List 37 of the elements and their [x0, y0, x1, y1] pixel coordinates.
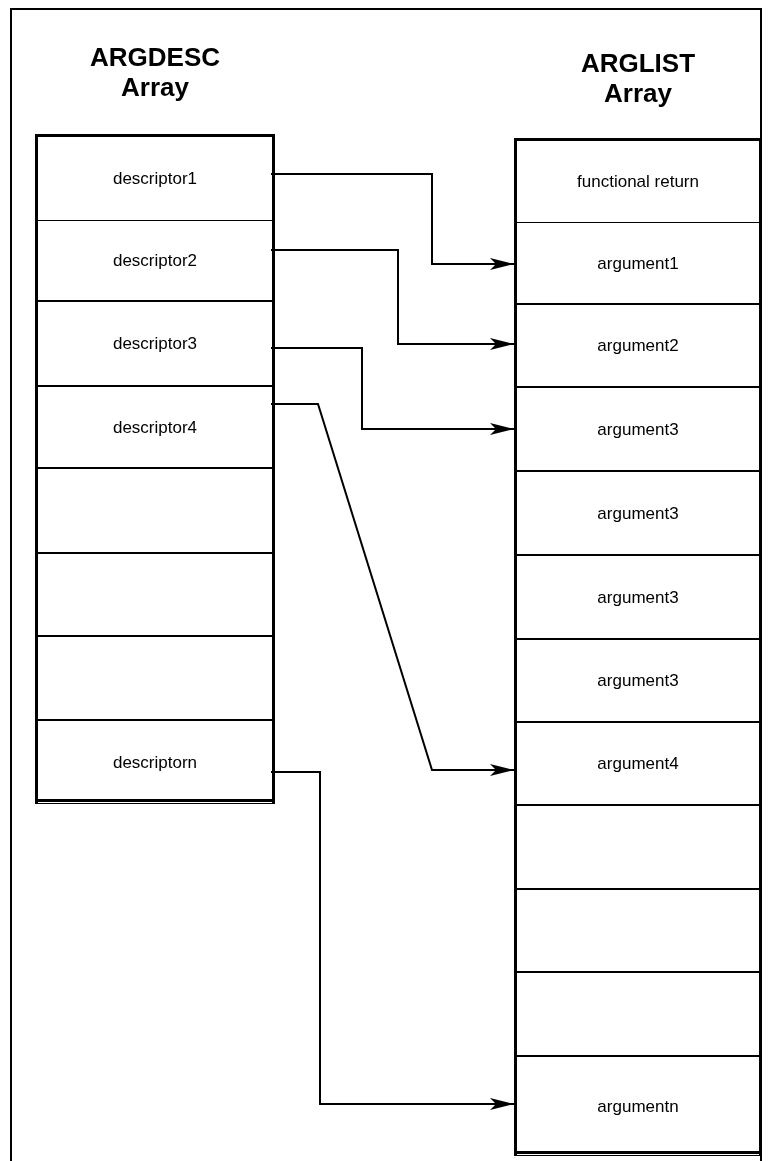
- cell-text: argument3: [597, 502, 679, 524]
- array-cell: [514, 471, 762, 555]
- cell-text: argument1: [597, 252, 679, 274]
- cell-text: descriptor4: [112, 416, 198, 438]
- array-cell: [514, 555, 762, 639]
- cell-text: argument3: [597, 418, 679, 440]
- arrow: [270, 771, 515, 1110]
- empty-cell: [514, 972, 762, 1056]
- cell-text: functional return: [577, 171, 699, 192]
- arrow: [270, 403, 515, 776]
- cell-text: argumentn: [597, 1095, 679, 1117]
- empty-cell: [514, 889, 762, 972]
- cell-text: descriptor2: [112, 250, 198, 271]
- arrow: [270, 249, 515, 350]
- array-cell: [514, 722, 762, 805]
- array-cell: [35, 301, 275, 386]
- array-cell: [514, 1056, 762, 1156]
- array-cell: [514, 639, 762, 722]
- cell-text: argument3: [597, 670, 679, 691]
- array-cell: [35, 386, 275, 468]
- empty-cell: [35, 553, 275, 636]
- cell-text: descriptor1: [112, 168, 198, 189]
- empty-cell: [35, 636, 275, 720]
- array-heading: ARGDESC Array: [89, 42, 221, 102]
- cell-text: argument3: [597, 586, 679, 608]
- empty-cell: [514, 805, 762, 889]
- array-cell: [35, 720, 275, 804]
- empty-cell: [35, 468, 275, 553]
- cell-text: argument4: [597, 753, 679, 774]
- array-cell: [514, 387, 762, 471]
- arrow: [270, 347, 515, 435]
- cell-text: argument2: [597, 335, 679, 356]
- arrow: [270, 173, 515, 270]
- cell-text: descriptor3: [112, 333, 198, 354]
- array-heading: ARGLIST Array: [579, 48, 697, 108]
- cell-text: descriptorn: [112, 751, 198, 773]
- array-cell: [514, 304, 762, 387]
